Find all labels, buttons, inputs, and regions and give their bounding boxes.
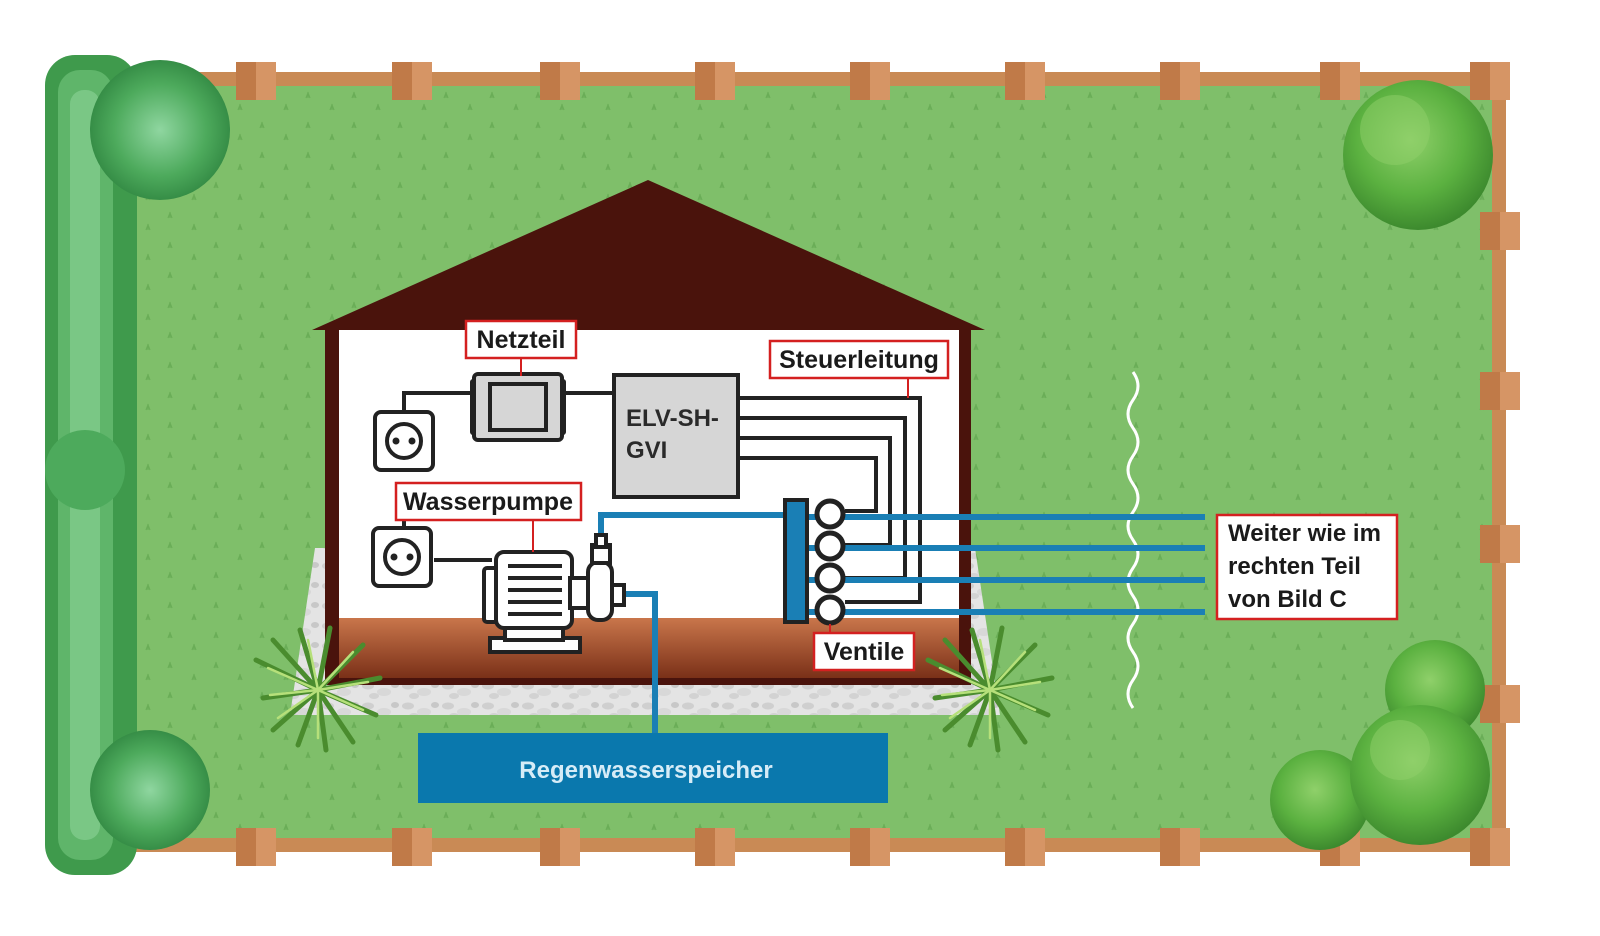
house-roof <box>312 180 985 330</box>
power-supply-icon <box>470 372 566 442</box>
controller-label-line2: GVI <box>626 437 667 464</box>
svg-text:Weiter wie im: Weiter wie im <box>1228 520 1381 547</box>
tree-icon <box>1343 80 1493 230</box>
garden-fence <box>105 62 1520 866</box>
svg-text:Steuerleitung: Steuerleitung <box>779 346 939 374</box>
valve-manifold <box>783 498 843 623</box>
svg-text:Netzteil: Netzteil <box>477 326 566 354</box>
rainwater-tank: Regenwasserspeicher <box>418 733 888 803</box>
label-ventile: Ventile <box>812 631 916 672</box>
controller-label-line1: ELV-SH- <box>626 405 719 432</box>
socket-icon <box>373 410 435 472</box>
socket-icon <box>371 526 433 588</box>
controller-box: ELV-SH- GVI <box>612 373 740 499</box>
label-steuerleitung: Steuerleitung <box>768 339 950 380</box>
svg-text:rechten Teil: rechten Teil <box>1228 553 1361 580</box>
tree-icon <box>1270 640 1490 850</box>
valve-icon <box>817 597 843 623</box>
svg-text:von Bild C: von Bild C <box>1228 586 1347 613</box>
hedge-icon <box>45 55 230 875</box>
label-continuation-note: Weiter wie im rechten Teil von Bild C <box>1215 513 1399 621</box>
water-pipes <box>598 512 1205 735</box>
tank-label: Regenwasserspeicher <box>519 757 772 784</box>
valve-icon <box>817 501 843 527</box>
label-wasserpumpe: Wasserpumpe <box>394 481 583 522</box>
power-wiring <box>402 391 614 562</box>
label-netzteil: Netzteil <box>464 319 578 360</box>
valve-icon <box>817 533 843 559</box>
pump-icon <box>482 533 626 654</box>
continuation-divider <box>1126 371 1140 709</box>
label-leaders <box>520 358 909 634</box>
svg-text:Wasserpumpe: Wasserpumpe <box>403 488 573 516</box>
svg-text:Ventile: Ventile <box>824 638 905 666</box>
valve-icon <box>817 565 843 591</box>
